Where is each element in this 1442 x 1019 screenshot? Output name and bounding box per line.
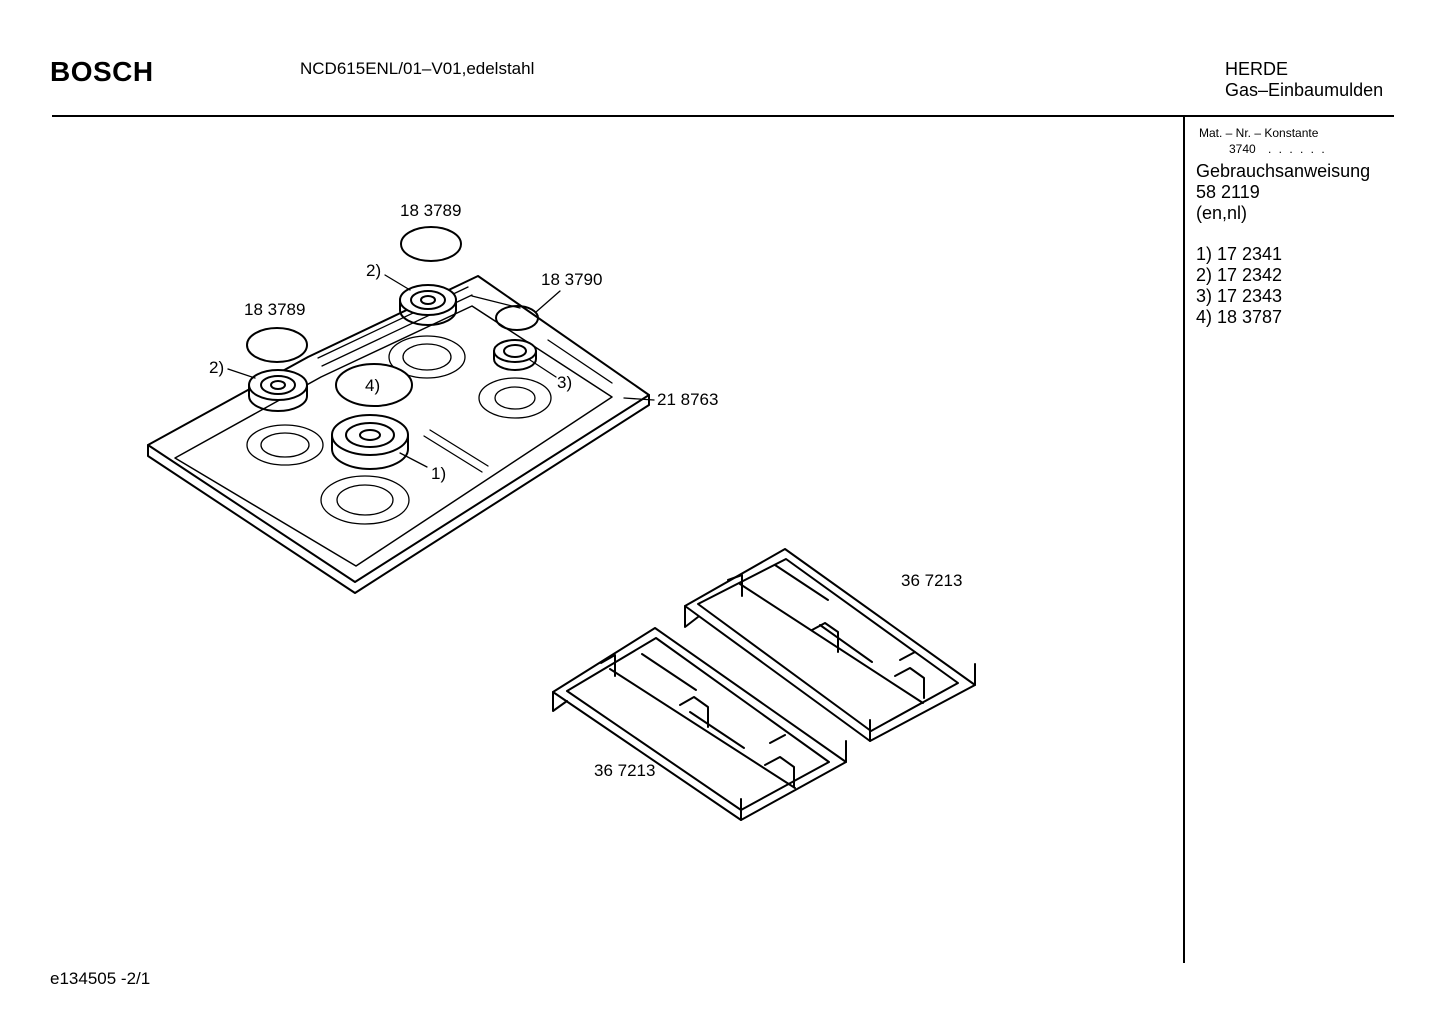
- ref-label-2-left: 2): [209, 358, 224, 377]
- part-list-item: 4) 18 3787: [1196, 307, 1283, 327]
- model-number: NCD615ENL/01–V01,edelstahl: [300, 59, 535, 78]
- part-label-cap-top: 18 3789: [400, 201, 461, 220]
- manual-languages: (en,nl): [1196, 203, 1248, 223]
- manual-title: Gebrauchsanweisung: [1196, 161, 1371, 181]
- header-divider: [52, 115, 1394, 117]
- part-label-hob: 21 8763: [657, 390, 718, 409]
- burner-cap: [246, 226, 539, 407]
- subcategory-title: Gas–Einbaumulden: [1225, 80, 1384, 100]
- pan-support-grate: [552, 627, 847, 821]
- burner-ring: [248, 284, 537, 470]
- manual-number: 58 2119: [1196, 182, 1260, 202]
- mat-number-label: Mat. – Nr. – Konstante: [1199, 126, 1319, 140]
- pan-support-grate: [684, 548, 976, 742]
- mat-number-dots: . . . . . .: [1268, 142, 1327, 156]
- part-label-cap-small: 18 3790: [541, 270, 602, 289]
- part-list-item: 2) 17 2342: [1196, 265, 1283, 285]
- ref-label-2-top: 2): [366, 261, 381, 280]
- part-list-item: 3) 17 2343: [1196, 286, 1283, 306]
- ref-label-4: 4): [365, 376, 380, 395]
- burner-base: [246, 335, 552, 525]
- part-list-item: 1) 17 2341: [1196, 244, 1283, 264]
- diagram-labels: 18 3789 18 3789 18 3790 2) 2) 3) 4) 1) 2…: [209, 201, 962, 780]
- ref-label-3: 3): [557, 373, 572, 392]
- part-label-grate-left: 36 7213: [594, 761, 655, 780]
- part-label-cap-left: 18 3789: [244, 300, 305, 319]
- sidebar-divider: [1183, 116, 1185, 963]
- document-code: e134505 -2/1: [50, 969, 151, 988]
- part-label-grate-right: 36 7213: [901, 571, 962, 590]
- brand-logo: BOSCH: [50, 56, 154, 87]
- ref-label-1: 1): [431, 464, 446, 483]
- mat-number-value: 3740: [1229, 142, 1256, 156]
- leader-line: [227, 274, 655, 468]
- category-title: HERDE: [1225, 59, 1289, 79]
